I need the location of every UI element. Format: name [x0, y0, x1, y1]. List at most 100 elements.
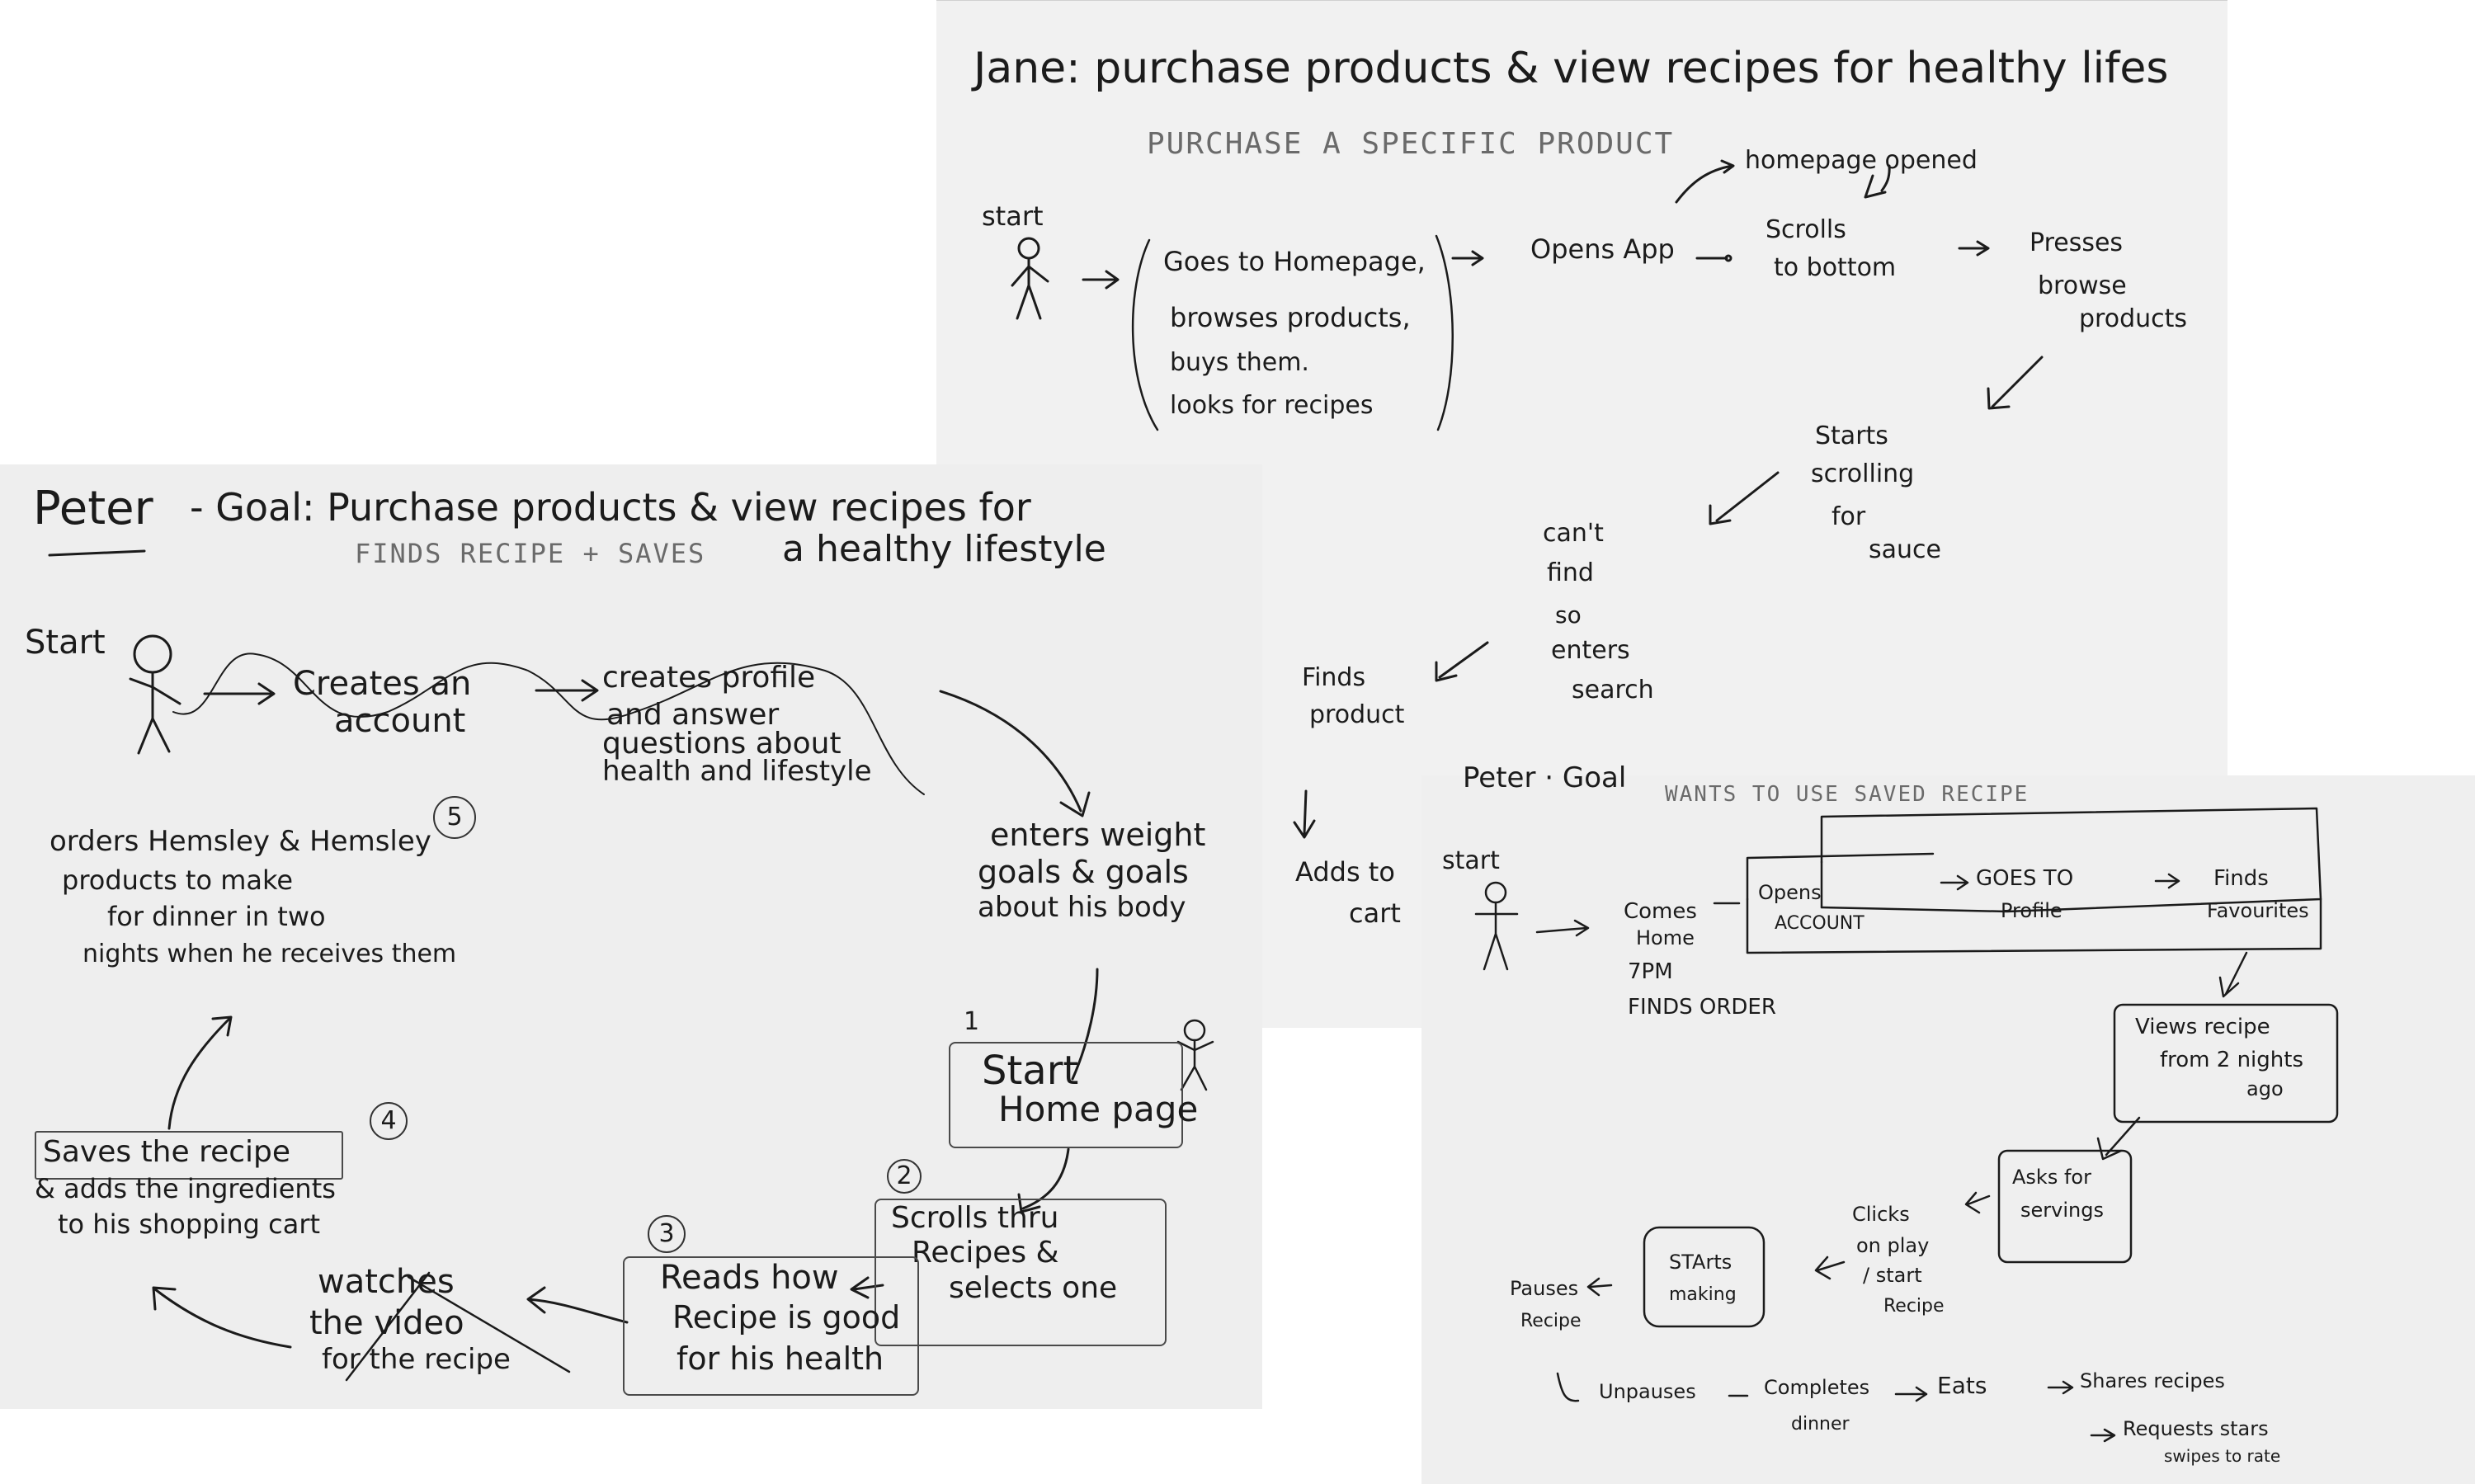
- peter1-creates-account-1: Creates an: [293, 665, 472, 703]
- peter2-asks-box: [1997, 1149, 2133, 1264]
- peter1-start-home-box: [949, 1042, 1183, 1148]
- peter1-number-1: 1: [964, 1007, 980, 1036]
- peter1-title-name: Peter: [33, 482, 153, 535]
- peter1-connectors: [48, 549, 1214, 1382]
- peter2-subtitle: WANTS TO USE SAVED RECIPE: [1665, 782, 2030, 807]
- peter1-profile-2: and answer: [606, 698, 780, 732]
- peter2-title: Peter · Goal: [1463, 761, 1627, 794]
- jane-brackets: [1131, 234, 1454, 431]
- peter1-reads-3: for his health: [676, 1340, 884, 1377]
- peter1-profile-3: questions about: [602, 727, 842, 761]
- jane-cant-find-4: enters: [1551, 636, 1630, 665]
- jane-starts-3: for: [1832, 502, 1866, 531]
- peter1-wavy-line: [172, 652, 925, 795]
- jane-subtitle: PURCHASE A SPECIFIC PRODUCT: [1147, 127, 1675, 161]
- peter2-pauses-2: Recipe: [1520, 1311, 1582, 1331]
- peter1-title-rest: - Goal: Purchase products & view recipes…: [190, 485, 1031, 530]
- peter1-number-3: 3: [648, 1215, 686, 1253]
- peter2-views-1: Views recipe: [2135, 1015, 2270, 1039]
- peter1-watches-1: watches: [318, 1263, 455, 1301]
- peter1-start-home-1: Start: [982, 1048, 1079, 1094]
- jane-presses-1: Presses: [2030, 228, 2124, 257]
- peter2-eats: Eats: [1937, 1372, 1987, 1399]
- peter2-arrows: [1535, 873, 2248, 1443]
- peter2-stick-figure: [1474, 881, 1519, 971]
- peter1-number-4: 4: [370, 1102, 408, 1140]
- peter2-goes-2: Profile: [2001, 899, 2062, 922]
- jane-bracket-line-1: Goes to Homepage,: [1163, 246, 1426, 277]
- peter2-asks-1: Asks for: [2012, 1166, 2091, 1189]
- peter2-opens-2: ACCOUNT: [1775, 913, 1864, 934]
- peter1-reads-1: Reads how: [660, 1259, 839, 1297]
- jane-bracket-line-3: buys them.: [1170, 348, 1309, 377]
- peter2-connectors: [1474, 807, 2339, 1443]
- jane-bracket-line-4: looks for recipes: [1170, 391, 1374, 420]
- peter2-starts-1: STArts: [1669, 1251, 1732, 1274]
- peter2-pauses-1: Pauses: [1510, 1277, 1579, 1300]
- peter1-saves-1: Saves the recipe: [43, 1135, 291, 1169]
- jane-presses-2: browse: [2038, 271, 2127, 300]
- peter1-weight-3: about his body: [978, 891, 1186, 924]
- peter2-shares: Shares recipes: [2080, 1369, 2225, 1392]
- peter1-weight-1: enters weight: [990, 817, 1206, 853]
- jane-bracket-line-2: browses products,: [1170, 302, 1411, 333]
- jane-adds-2: cart: [1349, 897, 1401, 929]
- peter1-title-line2: a healthy lifestyle: [782, 528, 1106, 570]
- peter1-saves-2: & adds the ingredients: [35, 1173, 336, 1204]
- jane-starts-1: Starts: [1815, 422, 1888, 450]
- peter1-arrows: [152, 679, 1099, 1349]
- peter1-subtitle: FINDS RECIPE + SAVES: [355, 538, 706, 569]
- peter2-clicks-4: Recipe: [1883, 1296, 1945, 1317]
- peter2-completes-2: dinner: [1791, 1414, 1850, 1435]
- peter1-scrolls-2: Recipes &: [912, 1236, 1059, 1270]
- peter1-number-2: 2: [887, 1159, 922, 1194]
- jane-title: Jane: purchase products & view recipes f…: [974, 44, 2169, 93]
- peter2-views-2: from 2 nights: [2160, 1048, 2304, 1072]
- peter1-start-home-2: Home page: [998, 1089, 1199, 1129]
- peter1-reads-2: Recipe is good: [672, 1299, 901, 1336]
- jane-start-label: start: [982, 200, 1044, 232]
- peter2-asks-2: servings: [2020, 1199, 2104, 1222]
- peter2-requests: Requests stars: [2123, 1417, 2269, 1440]
- peter1-stick-figure-small: [1176, 1019, 1214, 1091]
- peter1-weight-2: goals & goals: [978, 854, 1189, 890]
- peter2-finds-2: Favourites: [2207, 899, 2309, 922]
- peter1-creates-account-2: account: [334, 702, 466, 740]
- peter2-comes-3: 7PM: [1628, 959, 1673, 984]
- peter2-starts-2: making: [1669, 1284, 1737, 1305]
- peter1-watches-2: the video: [309, 1304, 464, 1342]
- peter2-opens-1: Opens: [1758, 881, 1822, 904]
- peter1-reads-box: [623, 1256, 919, 1396]
- peter1-orders-3: for dinner in two: [107, 901, 326, 932]
- peter1-start-label: Start: [25, 624, 106, 662]
- sheet-peter-2: Peter · Goal WANTS TO USE SAVED RECIPE s…: [1421, 763, 2475, 1484]
- peter2-account-box-bottom: [1746, 897, 2322, 954]
- jane-scrolls-1: Scrolls: [1766, 215, 1846, 244]
- jane-opens-app: Opens App: [1530, 233, 1675, 265]
- peter2-unpauses: Unpauses: [1599, 1380, 1696, 1403]
- peter2-goes-1: GOES TO: [1976, 866, 2074, 891]
- jane-cant-find-2: find: [1547, 558, 1594, 587]
- jane-starts-2: scrolling: [1811, 459, 1915, 488]
- jane-cant-find-5: search: [1572, 676, 1654, 704]
- peter2-opens-box-top: [1746, 852, 1935, 901]
- peter2-comes-2: Home: [1636, 926, 1695, 949]
- peter1-title-underline: [48, 549, 146, 557]
- peter1-saves-3: to his shopping cart: [58, 1208, 321, 1240]
- jane-finds-2: product: [1309, 700, 1405, 729]
- peter2-views-3: ago: [2246, 1077, 2284, 1100]
- jane-adds-1: Adds to: [1295, 856, 1395, 888]
- peter2-clicks-3: / start: [1863, 1264, 1922, 1287]
- peter2-account-box: [1820, 807, 2322, 913]
- peter1-orders-1: orders Hemsley & Hemsley: [50, 825, 431, 858]
- peter2-start-label: start: [1442, 846, 1500, 875]
- peter2-views-box: [2113, 1003, 2339, 1124]
- peter1-orders-4: nights when he receives them: [82, 940, 457, 968]
- jane-starts-4: sauce: [1869, 535, 1941, 564]
- jane-homepage-opened: homepage opened: [1745, 146, 1978, 175]
- peter2-comes-1: Comes: [1624, 899, 1697, 924]
- peter1-watches-3: for the recipe: [322, 1343, 511, 1376]
- jane-presses-3: products: [2079, 304, 2188, 333]
- peter1-profile-4: health and lifestyle: [602, 755, 872, 788]
- peter1-profile-1: creates profile: [602, 661, 816, 695]
